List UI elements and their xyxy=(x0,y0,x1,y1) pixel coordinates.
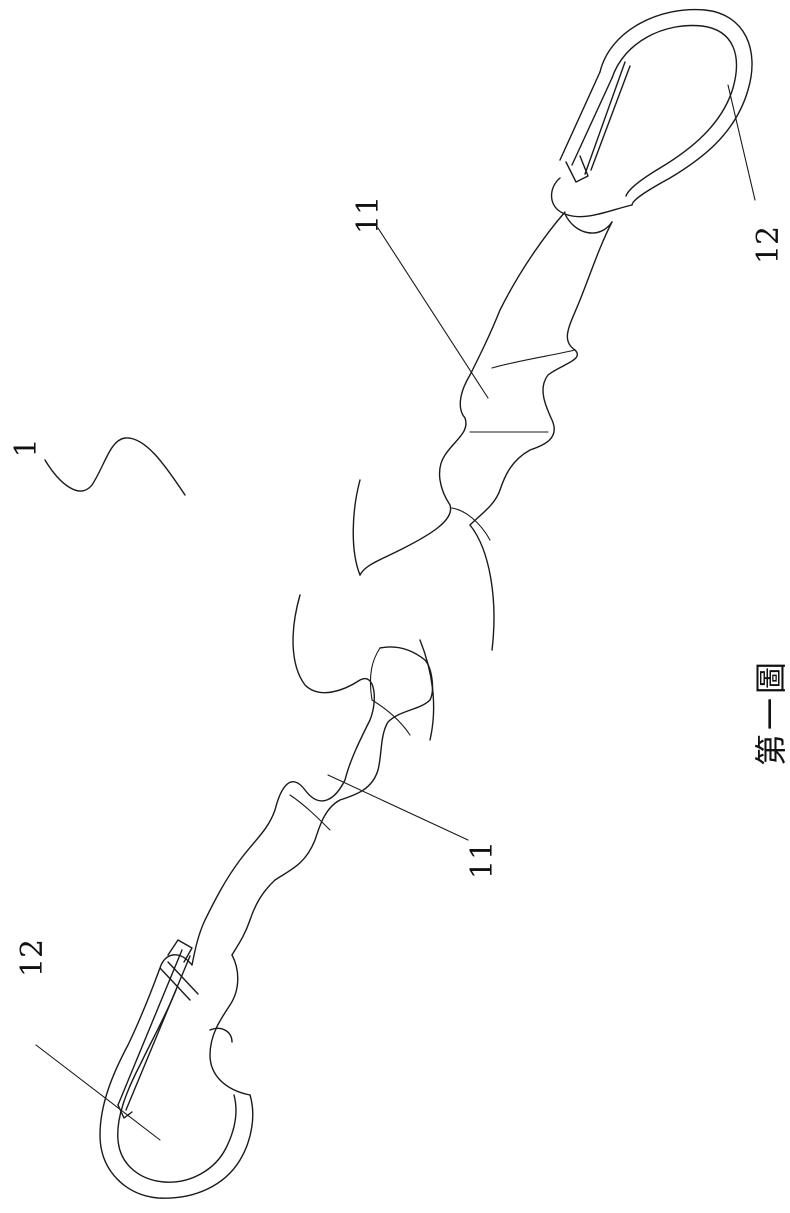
lower-strap xyxy=(191,594,435,966)
label-assembly: 1 xyxy=(9,438,44,457)
label-strap-lower: 11 xyxy=(465,841,500,879)
lower-carabiner-hook xyxy=(99,939,254,1199)
upper-strap xyxy=(352,211,613,651)
reference-leaders xyxy=(35,84,756,1141)
label-strap-upper: 11 xyxy=(351,196,386,234)
label-hook-upper: 12 xyxy=(751,226,786,264)
figure-caption: 第一圖 xyxy=(752,658,790,766)
label-hook-lower: 12 xyxy=(15,939,50,977)
upper-carabiner-hook xyxy=(550,8,753,234)
assembly-leader xyxy=(44,437,186,496)
